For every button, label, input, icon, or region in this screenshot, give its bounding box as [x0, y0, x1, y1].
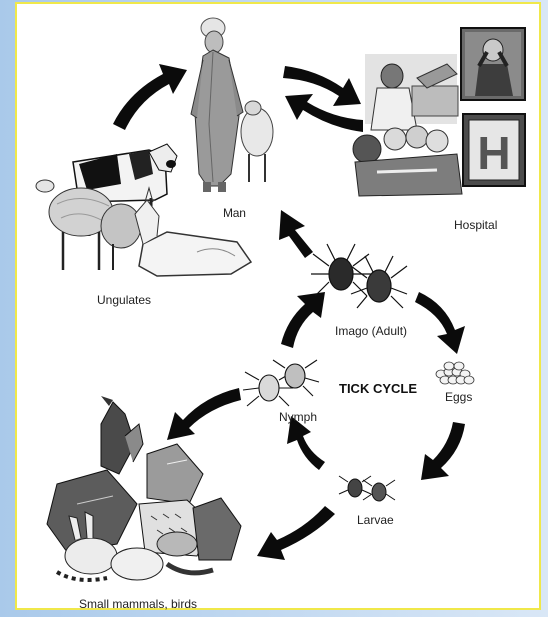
arrow-larvae-to-small-mammals — [257, 506, 335, 560]
goat-icon — [135, 188, 251, 276]
man-label: Man — [223, 206, 246, 220]
diagram-title: TICK CYCLE — [339, 381, 417, 396]
nymph-label: Nymph — [279, 410, 317, 424]
eggs-label: Eggs — [445, 390, 472, 404]
arrow-nymph-to-small-mammals — [167, 388, 241, 440]
arrow-imago-to-man — [279, 210, 313, 258]
arrow-nymph-to-imago — [281, 292, 325, 348]
hospital-label: Hospital — [454, 218, 497, 232]
tick-cycle-diagram: Man H Hospital — [17, 4, 543, 612]
arrow-larvae-to-nymph — [287, 416, 325, 470]
larvae-label: Larvae — [357, 513, 394, 527]
hospital-scene-icon — [353, 54, 462, 196]
sheep-icon — [241, 101, 273, 182]
arrow-ungulates-to-man — [113, 64, 187, 130]
hospital-sign-letter: H — [477, 127, 510, 179]
imago-label: Imago (Adult) — [335, 324, 407, 338]
ungulates-label: Ungulates — [97, 293, 151, 307]
tick-adult-icon — [311, 244, 407, 308]
small-animals-icon — [47, 396, 241, 580]
egg-cluster-icon — [436, 362, 474, 384]
surgeon-icon — [461, 28, 525, 100]
small-mammals-label: Small mammals, birds — [79, 597, 197, 611]
tick-larva-icon — [339, 476, 395, 501]
arrow-imago-to-eggs — [415, 292, 465, 354]
man-figure-icon — [191, 18, 243, 192]
arrow-eggs-to-larvae — [421, 422, 465, 480]
tick-nymph-icon — [243, 360, 319, 406]
diagram-frame: Man H Hospital — [15, 2, 541, 610]
hospital-sign-icon: H — [463, 114, 525, 186]
